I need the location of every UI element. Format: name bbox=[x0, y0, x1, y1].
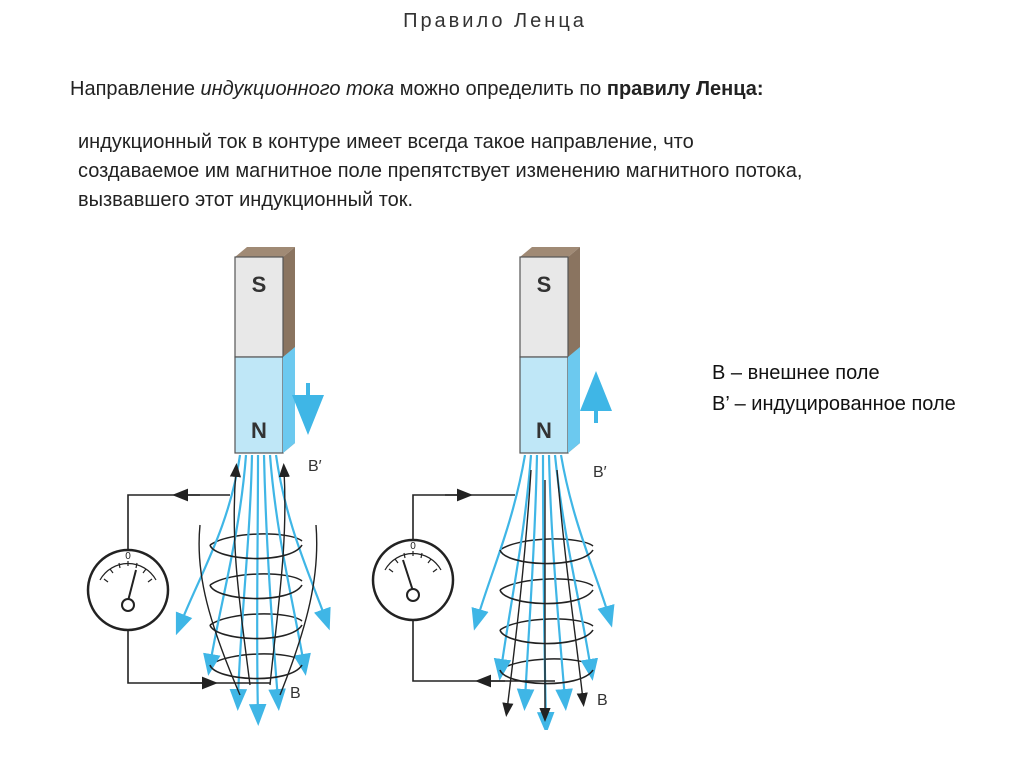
induced-field-lines bbox=[198, 463, 318, 696]
legend-external-field: B – внешнее поле bbox=[712, 362, 880, 384]
intro-italic: индукционного тока bbox=[200, 78, 395, 100]
galvanometer: 0 bbox=[86, 548, 170, 632]
label-induced-field: B′ bbox=[593, 464, 607, 481]
bar-magnet: S N bbox=[234, 247, 295, 454]
external-field-lines bbox=[175, 454, 331, 726]
intro-prefix: Направление bbox=[70, 78, 201, 100]
legend-induced-field: B’ – индуцированное поле bbox=[712, 393, 956, 415]
bar-magnet: S N bbox=[519, 247, 580, 454]
meter-zero-label: 0 bbox=[410, 541, 416, 552]
intro-bold: правилу Ленца: bbox=[606, 78, 764, 100]
pole-label-north: N bbox=[251, 418, 267, 443]
intro-middle: можно определить по bbox=[394, 78, 607, 100]
label-external-field: B bbox=[290, 685, 301, 702]
pole-label-south: S bbox=[252, 272, 267, 297]
field-legend: B – внешнее поле B’ – индуцированное пол… bbox=[712, 358, 956, 420]
pole-label-south: S bbox=[537, 272, 552, 297]
label-external-field: B bbox=[597, 692, 608, 709]
meter-zero-label: 0 bbox=[125, 551, 131, 562]
rule-line-2: создаваемое им магнитное поле препятству… bbox=[78, 160, 803, 182]
figure-magnet-approaching: S N bbox=[86, 247, 331, 726]
galvanometer: 0 bbox=[371, 538, 455, 622]
figure-magnet-receding: S N bbox=[371, 247, 615, 730]
rule-line-1: индукционный ток в контуре имеет всегда … bbox=[78, 131, 694, 153]
intro-sentence: Направление индукционного тока можно опр… bbox=[70, 78, 764, 101]
lenz-rule-text: индукционный ток в контуре имеет всегда … bbox=[78, 128, 978, 215]
rule-line-3: вызвавшего этот индукционный ток. bbox=[78, 189, 414, 211]
slide-title: Правило Ленца bbox=[403, 10, 587, 32]
pole-label-north: N bbox=[536, 418, 552, 443]
circuit-wire bbox=[412, 494, 555, 682]
meter-needle-icon bbox=[402, 559, 414, 592]
meter-needle-icon bbox=[127, 569, 137, 602]
label-induced-field: B′ bbox=[308, 458, 322, 475]
